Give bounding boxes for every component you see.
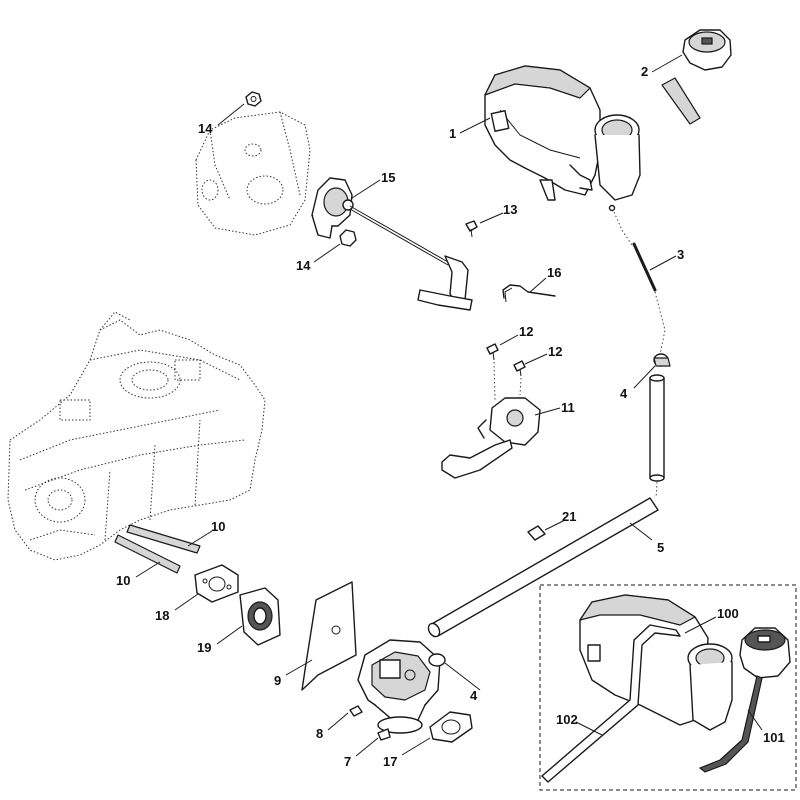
part-fuel-tank-1: [484, 65, 641, 212]
part-muffler-shield: [195, 111, 311, 236]
part-fuel-pump-11: [441, 397, 541, 479]
callout-8: 8: [316, 726, 323, 741]
part-screw-12-a: [486, 343, 499, 401]
callout-5: 5: [657, 540, 664, 555]
part-fuel-hose-5: [427, 497, 659, 638]
callout-4-upper: 4: [620, 386, 628, 401]
part-stud-10-lower: [114, 534, 181, 574]
part-nut-14-lower: [339, 229, 357, 247]
callout-10-lower: 10: [116, 573, 130, 588]
callout-102: 102: [556, 712, 578, 727]
callout-13: 13: [503, 202, 517, 217]
callout-10-upper: 10: [211, 519, 225, 534]
callout-14-lower: 14: [296, 258, 311, 273]
engine-block-drawing: [7, 311, 266, 561]
callout-16: 16: [547, 265, 561, 280]
part-screw-8: [349, 705, 363, 717]
part-fuel-line-3: [613, 211, 666, 356]
callout-101: 101: [763, 730, 785, 745]
callout-19: 19: [197, 640, 211, 655]
part-drain-screw-7: [377, 728, 391, 741]
callout-12-lower: 12: [548, 344, 562, 359]
part-stud-10-upper: [126, 524, 201, 554]
part-clamp-21: [527, 525, 546, 541]
part-shield-plate-9: [301, 581, 357, 691]
part-fuel-cap-101: [698, 627, 791, 773]
callout-9: 9: [274, 673, 281, 688]
part-spacer-19: [239, 587, 281, 646]
callout-2: 2: [641, 64, 648, 79]
part-fuel-tank-100: [579, 594, 733, 731]
part-gasket-17: [429, 711, 473, 743]
part-fuel-hose-102: [541, 624, 681, 783]
part-fuel-cap-2: [661, 29, 732, 125]
callout-18: 18: [155, 608, 169, 623]
callout-labels: 1 2 3 4 4 5 7 8 9 10 10 11 12 12 13 14 1…: [116, 64, 785, 769]
part-fuel-hose-vertical: [649, 374, 665, 499]
part-hose-clamp-4-lower: [428, 653, 446, 667]
part-carburetor: [357, 639, 441, 734]
callout-15: 15: [381, 170, 395, 185]
callout-14-upper: 14: [198, 121, 213, 136]
callout-12-upper: 12: [519, 324, 533, 339]
part-hose-clamp-4-upper: [653, 353, 671, 367]
part-speed-control-15: [311, 177, 473, 311]
part-screw-13: [465, 220, 478, 238]
callout-17: 17: [383, 754, 397, 769]
inset-alternative-kit-frame: [539, 584, 797, 791]
callout-leader-lines: [135, 54, 763, 757]
callout-100: 100: [717, 606, 739, 621]
part-gasket-18: [194, 564, 239, 603]
callout-21: 21: [562, 509, 576, 524]
part-nut-14-top: [245, 91, 262, 107]
part-clip-16: [502, 284, 556, 303]
callout-4-lower: 4: [470, 688, 478, 703]
callout-1: 1: [449, 126, 456, 141]
callout-11: 11: [561, 400, 575, 415]
callout-7: 7: [344, 754, 351, 769]
callout-3: 3: [677, 247, 684, 262]
part-screw-12-b: [513, 360, 526, 396]
